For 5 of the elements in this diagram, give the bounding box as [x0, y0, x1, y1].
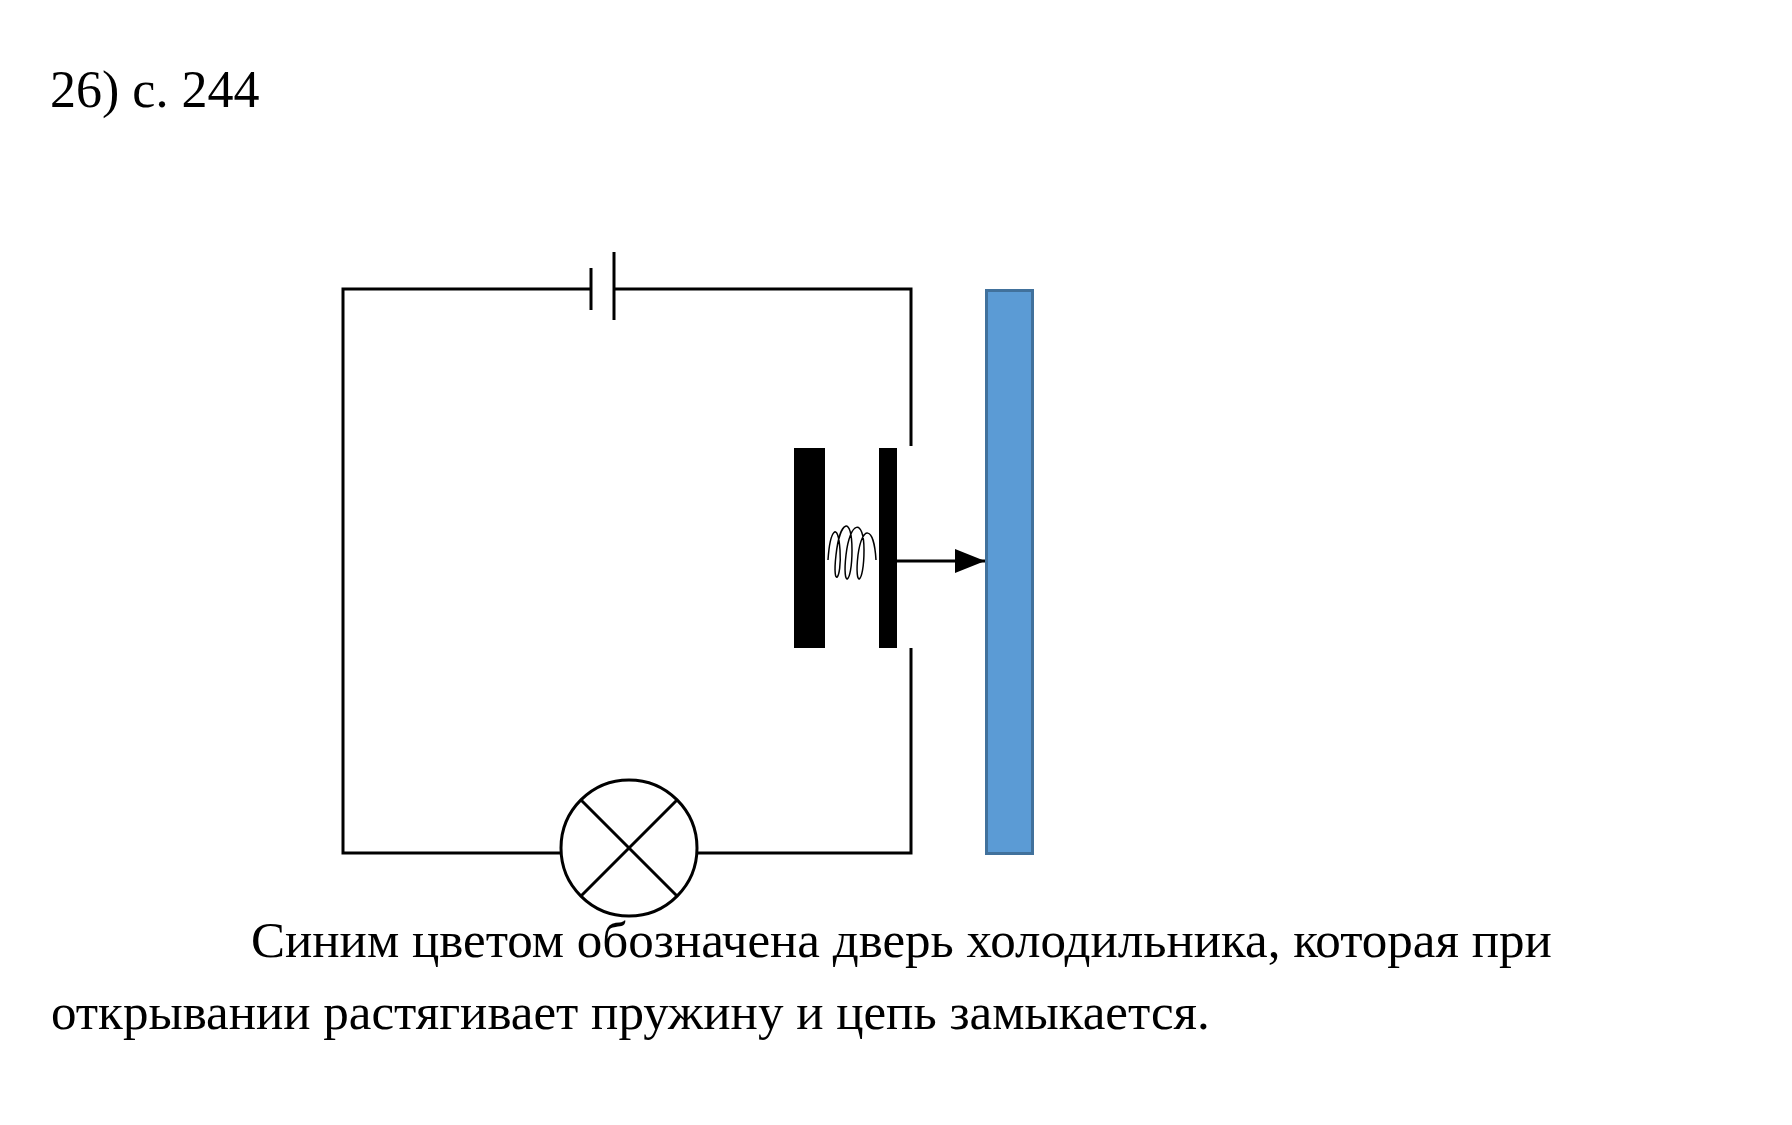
heading: 26) с. 244 [50, 60, 260, 120]
switch-contact-plate [879, 448, 897, 648]
door-bar [985, 289, 1034, 855]
caption-paragraph: Синим цветом обозначена дверь холодильника, которая при открывании растягивает пружину и цепь замыкается. [51, 911, 1553, 1042]
arrow [897, 549, 985, 573]
